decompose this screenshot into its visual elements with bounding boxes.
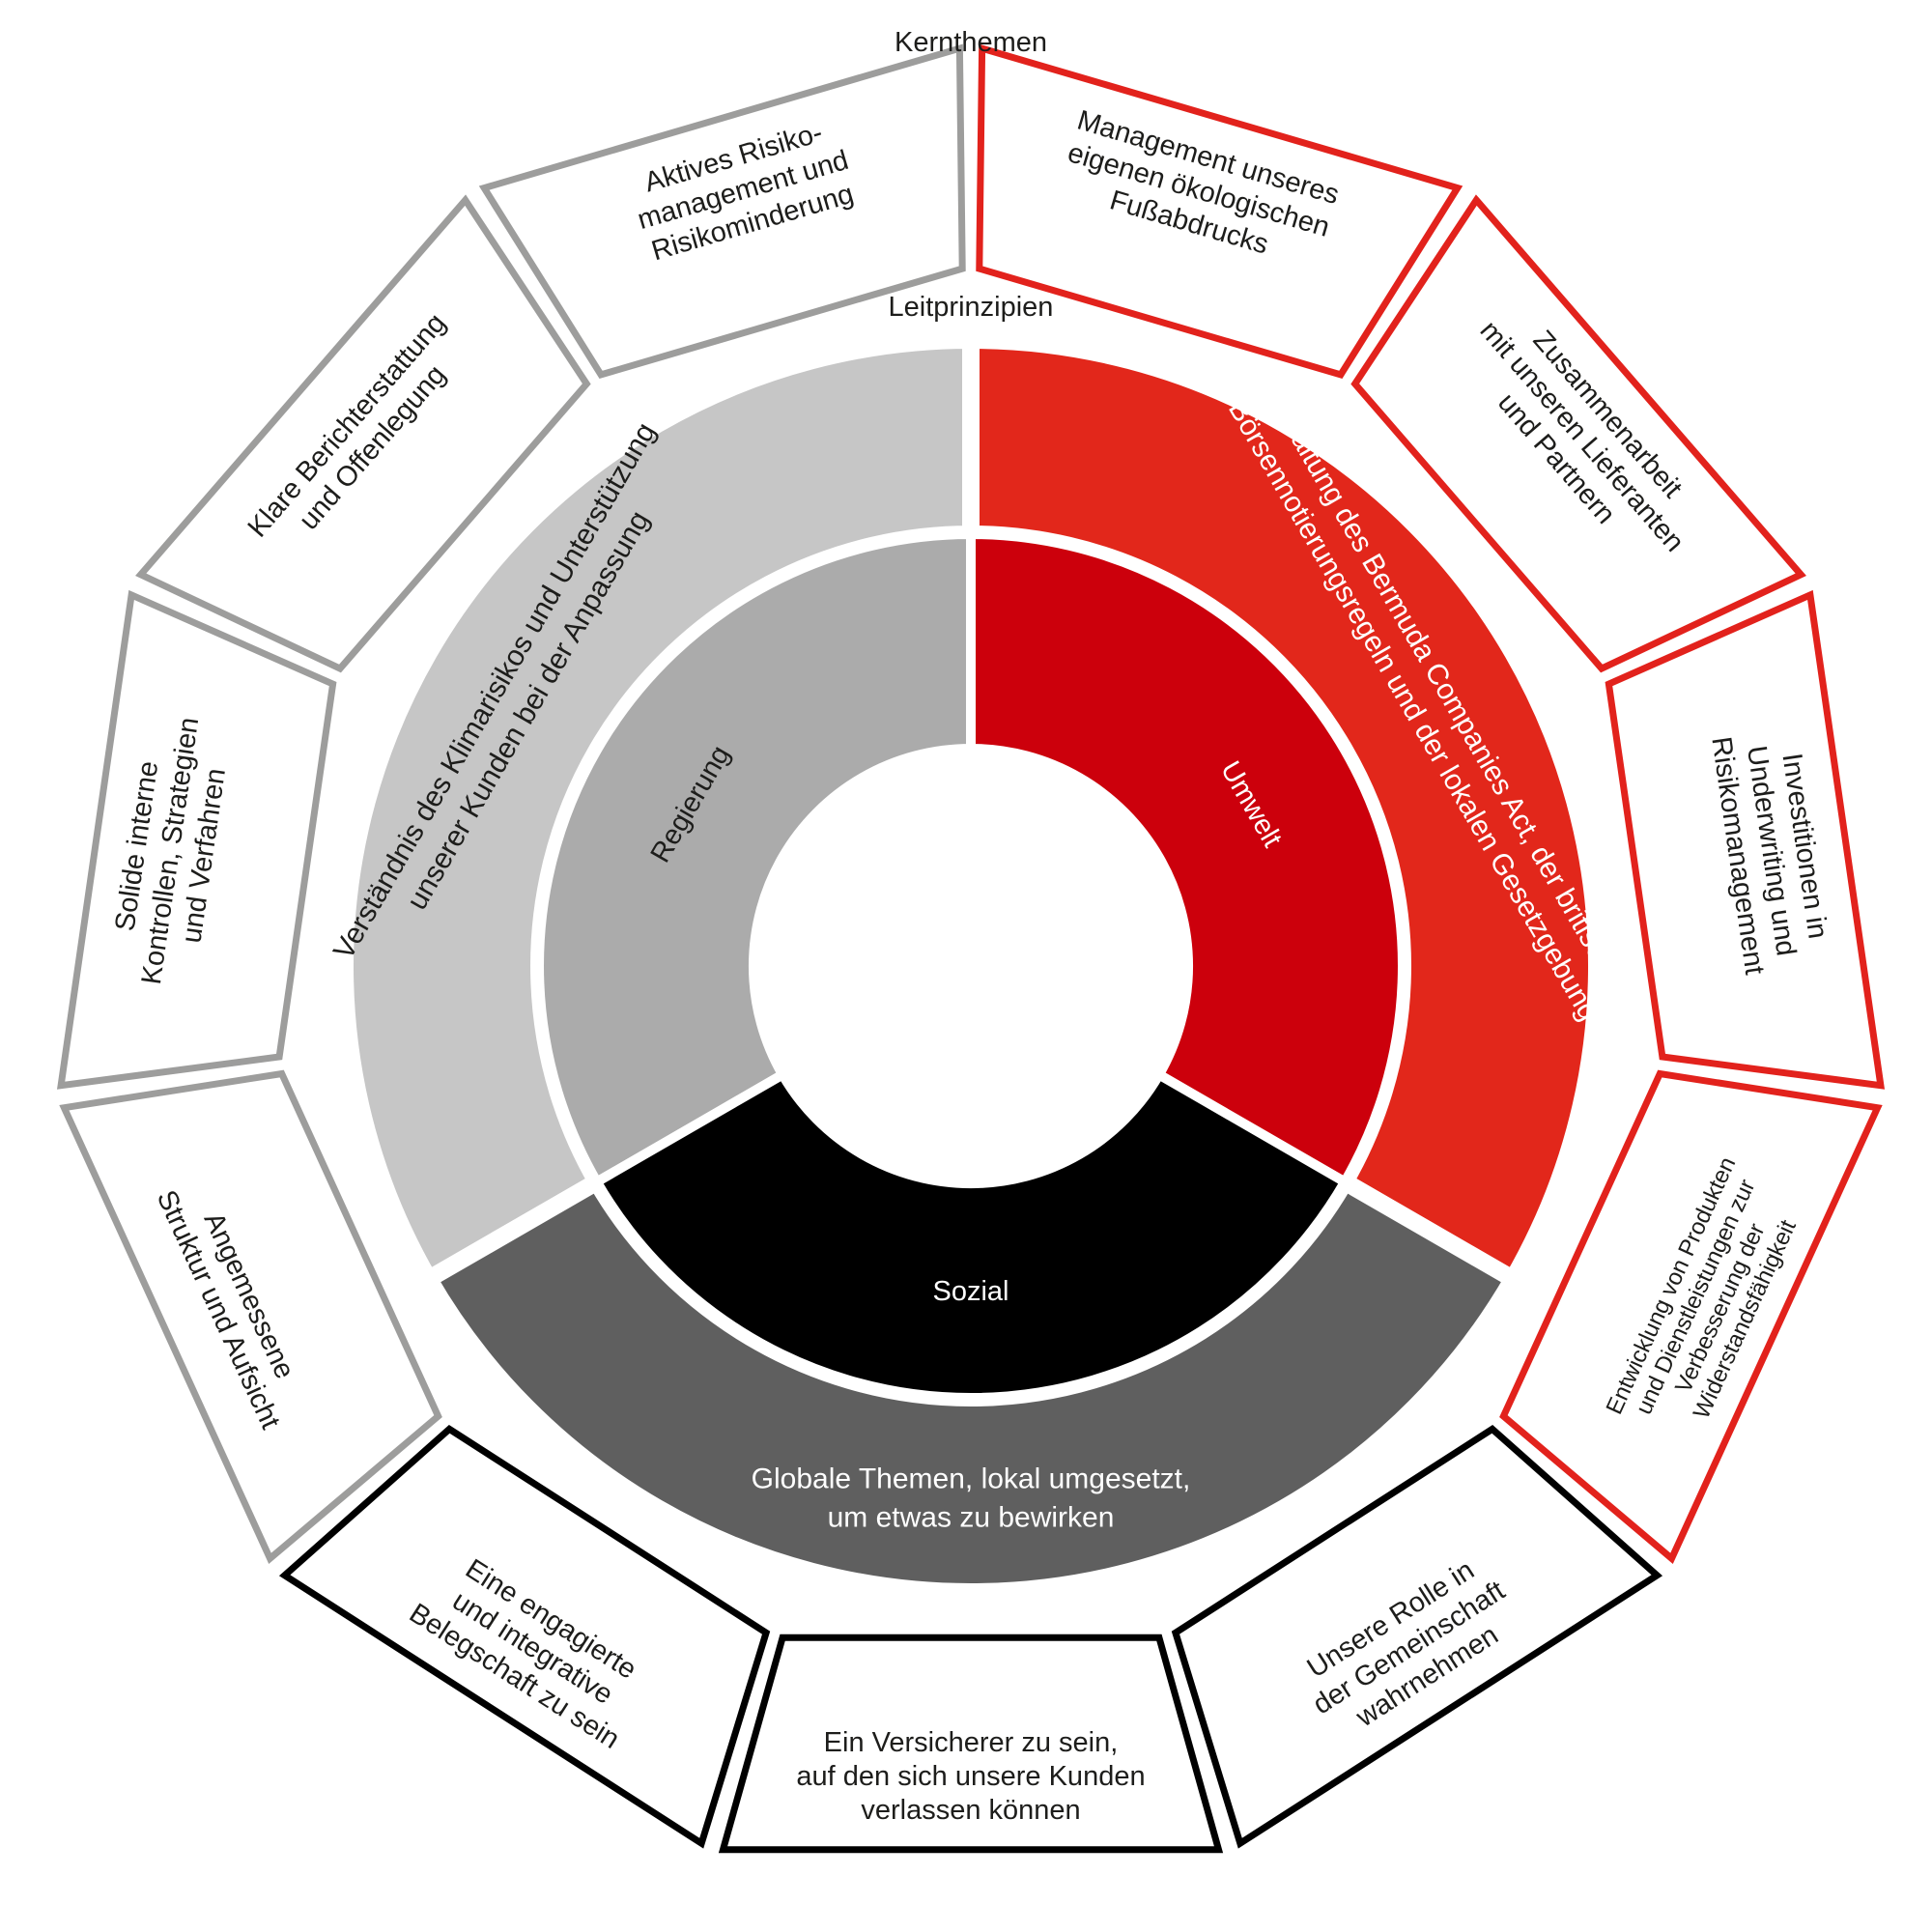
core-topic-box <box>478 43 966 380</box>
core-topic-box <box>1605 589 1886 1090</box>
core-topic-box <box>135 194 591 673</box>
pillar-social-segment <box>590 1067 1351 1403</box>
guiding-principles-ring: Einhaltung des Bermuda Companies Act, de… <box>327 330 1638 1602</box>
core-topic-text-line: verlassen können <box>861 1795 1080 1826</box>
pillar-environment-segment <box>966 528 1407 1189</box>
core-topic-box <box>56 589 337 1090</box>
pillar-governance-segment <box>534 528 976 1189</box>
core-topic-box <box>59 1069 442 1564</box>
guiding-social-text: Globale Themen, lokal umgesetzt, um etwas… <box>752 1463 1191 1534</box>
core-topic-text: Ein Versicherer zu sein,auf den sich uns… <box>796 1727 1145 1826</box>
core-topic-box <box>718 1634 1224 1854</box>
core-topic-box <box>278 1425 771 1849</box>
core-topics-ring: Management unsereseigenen ökologischenFu… <box>56 43 1886 1854</box>
core-topic-box <box>1171 1425 1663 1849</box>
guiding-social-text-line: Globale Themen, lokal umgesetzt, <box>752 1463 1191 1495</box>
core-topic-box <box>1499 1069 1883 1564</box>
pillar-social-label-line: Sozial <box>933 1276 1009 1307</box>
core-topic-text-line: auf den sich unsere Kunden <box>796 1761 1145 1792</box>
core-topics-heading: Kernthemen <box>895 27 1047 58</box>
core-topic-box <box>1350 194 1806 673</box>
guiding-social-text-line: um etwas zu bewirken <box>828 1502 1115 1534</box>
core-topic-text: Investitionen inUnderwriting undRisikoma… <box>1705 725 1836 977</box>
guiding-principles-heading: Leitprinzipien <box>889 292 1054 323</box>
core-topic-text-line: Ein Versicherer zu sein, <box>824 1727 1119 1758</box>
pillar-social-label: Sozial <box>933 1276 1009 1307</box>
core-topic-box <box>976 43 1463 380</box>
